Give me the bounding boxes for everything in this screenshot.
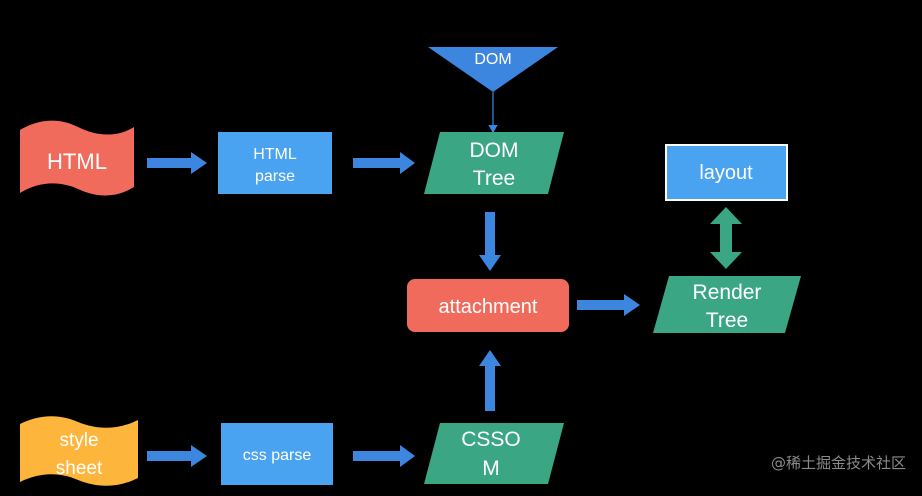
dom-tree-label-line2: Tree [473,167,515,190]
dom-tree-label-line1: DOM [470,139,519,162]
html-parse-node: HTML parse [218,132,332,194]
layout-node: layout [665,144,788,201]
render-tree-label-line1: Render [693,281,762,304]
arrow-layout-rendertree [710,207,742,269]
arrow-cssom-to-attachment [479,350,501,411]
css-parse-node: css parse [221,423,333,485]
style-sheet-label-line2: sheet [56,458,103,479]
style-sheet-node: style sheet [20,416,138,486]
dom-source-triangle: DOM [428,47,558,92]
arrow-cssparse-to-cssom [353,445,415,467]
render-tree-label-line2: Tree [706,309,748,332]
html-parse-label-line1: HTML [253,146,297,163]
html-parse-label-line2: parse [255,168,295,185]
cssom-label-line1: CSSO [461,428,521,451]
arrow-domtree-to-attachment [479,212,501,271]
arrow-attachment-to-rendertree [577,294,640,316]
attachment-label: attachment [439,296,538,318]
arrow-parse-to-domtree [353,152,415,174]
cssom-label-line2: M [482,457,500,480]
html-document-label: HTML [47,149,107,174]
css-parse-label: css parse [243,447,312,464]
style-sheet-label-line1: style [59,430,98,451]
render-tree-node: Render Tree [653,276,801,333]
arrow-stylesheet-to-cssparse [147,445,207,467]
attachment-node: attachment [407,279,569,332]
layout-label: layout [699,162,753,184]
dom-source-label: DOM [474,51,511,68]
html-document-node: HTML [20,120,134,196]
watermark-text: @稀土掘金技术社区 [770,454,906,472]
cssom-node: CSSO M [424,423,564,484]
arrow-html-to-parse [147,152,207,174]
dom-tree-node: DOM Tree [424,132,564,194]
